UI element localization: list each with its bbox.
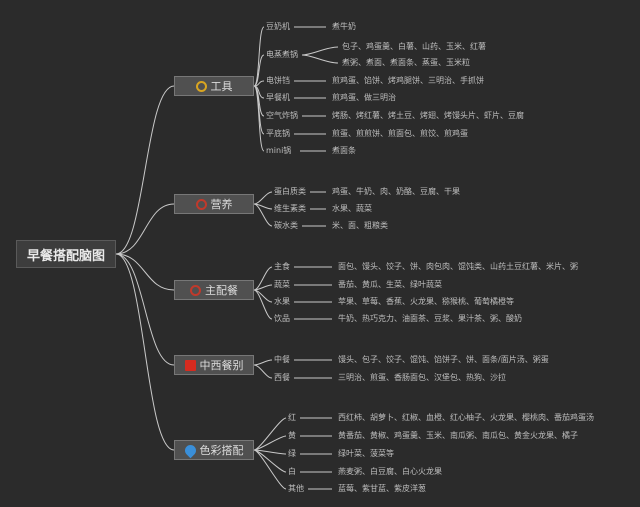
branch-2[interactable]: 营养	[174, 194, 254, 214]
item-value: 苹果、草莓、香蕉、火龙果、猕猴桃、葡萄橘橙等	[338, 297, 514, 306]
branch-5[interactable]: 色彩搭配	[174, 440, 254, 460]
item-name[interactable]: 红	[288, 413, 296, 422]
branch-4[interactable]: 中西餐别	[174, 355, 254, 375]
item-value: 燕麦粥、白豆腐、白心火龙果	[338, 467, 442, 476]
connector	[115, 253, 175, 291]
flag-icon	[184, 359, 196, 371]
item-name[interactable]: 平底锅	[266, 129, 290, 138]
connector	[115, 253, 175, 366]
item-value: 黄番茄、黄椒、鸡蛋羹、玉米、南瓜粥、南瓜包、黄金火龙果、橘子	[338, 431, 578, 440]
item-name[interactable]: 空气炸锅	[266, 111, 298, 120]
connector	[253, 203, 273, 210]
item-name[interactable]: 维生素类	[274, 204, 306, 213]
branch-label: 主配餐	[205, 284, 238, 297]
connector	[253, 85, 265, 152]
connector	[253, 417, 287, 451]
item-name[interactable]: 黄	[288, 431, 296, 440]
item-value: 烤肠、烤红薯、烤土豆、烤翅、烤馒头片、虾片、豆腐	[332, 111, 524, 120]
item-name[interactable]: 西餐	[274, 373, 290, 382]
item-name[interactable]: mini锅	[266, 146, 292, 155]
connector	[253, 284, 273, 291]
item-value: 煮面条	[332, 146, 356, 155]
item-value: 番茄、黄瓜、生菜、绿叶蔬菜	[338, 280, 442, 289]
connector	[253, 289, 273, 320]
branch-1[interactable]: 工具	[174, 76, 254, 96]
item-name[interactable]: 白	[288, 467, 296, 476]
connector	[253, 364, 273, 379]
item-value: 面包、馒头、饺子、饼、肉包肉、馄饨类、山药土豆红薯、米片、粥	[338, 262, 578, 271]
connector	[253, 449, 287, 490]
item-value: 西红柿、胡萝卜、红椒、血橙、红心柚子、火龙果、樱桃肉、番茄鸡蛋汤	[338, 413, 594, 422]
item-value: 煮粥、煮面、煮面条、蒸蛋、玉米粒	[342, 58, 470, 67]
item-value: 绿叶菜、菠菜等	[338, 449, 394, 458]
item-name[interactable]: 电饼铛	[266, 76, 290, 85]
connector	[253, 54, 265, 87]
connector	[253, 191, 273, 205]
item-value: 米、面、粗粮类	[332, 221, 388, 230]
item-name[interactable]: 饮品	[274, 314, 290, 323]
nutrition-icon	[195, 198, 207, 210]
item-name[interactable]: 蔬菜	[274, 280, 290, 289]
connector	[253, 266, 273, 291]
item-name[interactable]: 碳水类	[274, 221, 298, 230]
item-name[interactable]: 电蒸煮锅	[266, 50, 298, 59]
branch-label: 营养	[210, 198, 233, 211]
branch-label: 色彩搭配	[199, 444, 244, 457]
item-value: 鸡蛋、牛奶、肉、奶酪、豆腐、干果	[332, 187, 460, 196]
connector	[115, 85, 175, 255]
branch-label: 中西餐别	[199, 359, 244, 372]
root-node[interactable]: 早餐搭配脑图	[16, 240, 116, 268]
connector	[301, 46, 339, 56]
item-name[interactable]: 绿	[288, 449, 296, 458]
item-name[interactable]: 早餐机	[266, 93, 290, 102]
item-name[interactable]: 蛋白质类	[274, 187, 306, 196]
item-value: 煎鸡蛋、做三明治	[332, 93, 396, 102]
item-value: 馒头、包子、饺子、馄饨、馅饼子、饼、面条/面片汤、粥蛋	[338, 355, 549, 364]
item-value: 煮牛奶	[332, 22, 356, 31]
connector	[253, 359, 273, 366]
item-name[interactable]: 水果	[274, 297, 290, 306]
branch-3[interactable]: 主配餐	[174, 280, 254, 300]
connector	[115, 203, 175, 255]
item-name[interactable]: 豆奶机	[266, 22, 290, 31]
item-value: 三明治、煎蛋、香肠面包、汉堡包、热狗、沙拉	[338, 373, 506, 382]
item-value: 蓝莓、紫甘蓝、紫皮洋葱	[338, 484, 426, 493]
item-value: 水果、蔬菜	[332, 204, 372, 213]
connector	[253, 203, 273, 227]
item-value: 煎鸡蛋、馅饼、烤鸡腿饼、三明治、手抓饼	[332, 76, 484, 85]
item-value: 包子、鸡蛋羹、白薯、山药、玉米、红薯	[342, 42, 486, 51]
branch-label: 工具	[210, 80, 233, 93]
item-name[interactable]: 其他	[288, 484, 304, 493]
dish-icon	[190, 284, 201, 296]
connector	[253, 435, 287, 451]
droplet-icon	[182, 442, 198, 458]
item-name[interactable]: 主食	[274, 262, 290, 271]
connector	[301, 54, 339, 64]
item-value: 煎蛋、煎煎饼、煎面包、煎饺、煎鸡蛋	[332, 129, 468, 138]
connector	[115, 253, 175, 451]
item-name[interactable]: 中餐	[274, 355, 290, 364]
item-value: 牛奶、热巧克力、油面茶、豆浆、果汁茶、粥、酸奶	[338, 314, 522, 323]
medal-icon	[195, 80, 207, 92]
